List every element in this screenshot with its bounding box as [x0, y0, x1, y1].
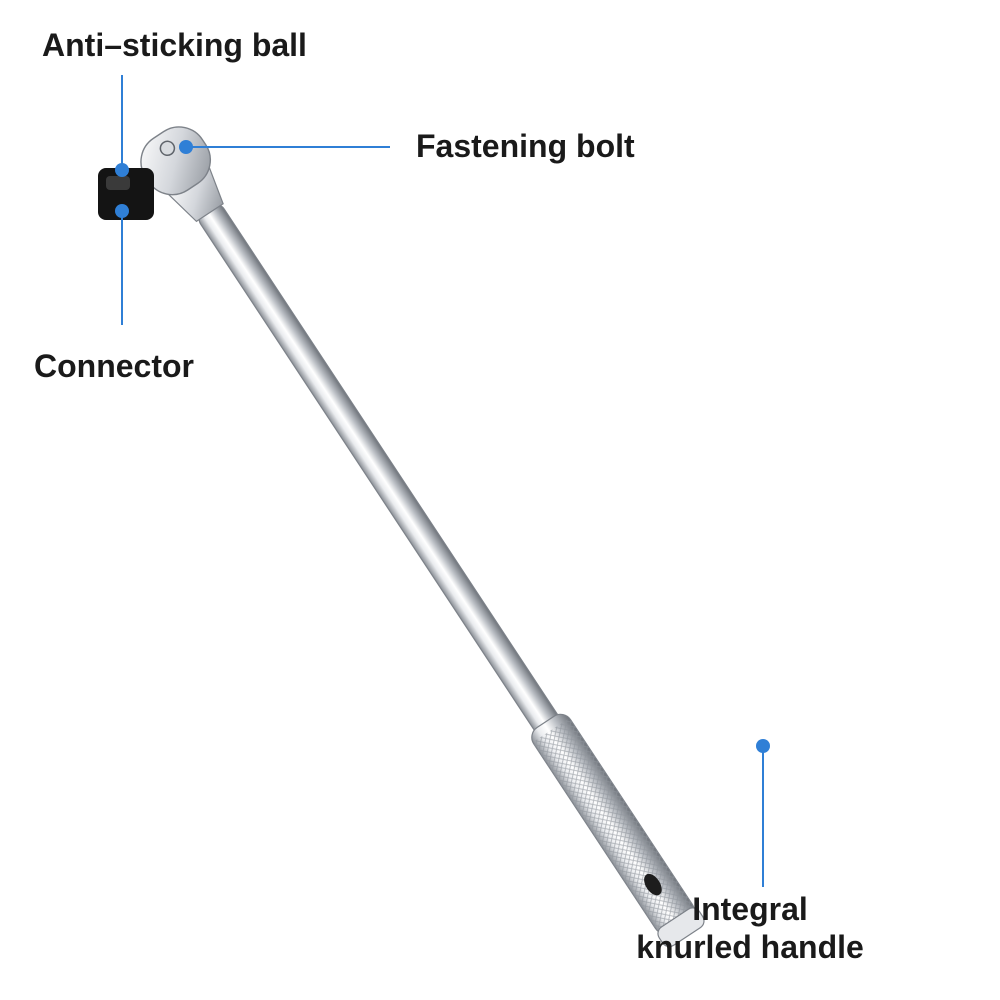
callout-dot-connector — [115, 204, 129, 218]
handle-hole — [644, 873, 662, 896]
callout-dot-handle — [756, 739, 770, 753]
label-anti-sticking-ball: Anti–sticking ball — [42, 27, 307, 63]
label-handle-line1: Integral — [692, 891, 808, 927]
callout-dots — [115, 140, 770, 753]
label-handle-line2: knurled handle — [636, 929, 864, 965]
callout-dot-fastening-bolt — [179, 140, 193, 154]
callout-dot-anti-sticking — [115, 163, 129, 177]
label-fastening-bolt: Fastening bolt — [416, 128, 635, 164]
label-integral-knurled-handle: Integral knurled handle — [634, 890, 866, 966]
shaft — [198, 203, 574, 756]
label-connector: Connector — [34, 348, 194, 384]
fastening-bolt — [159, 140, 176, 157]
handle-end-cap — [657, 907, 705, 948]
callout-lines — [121, 75, 764, 887]
